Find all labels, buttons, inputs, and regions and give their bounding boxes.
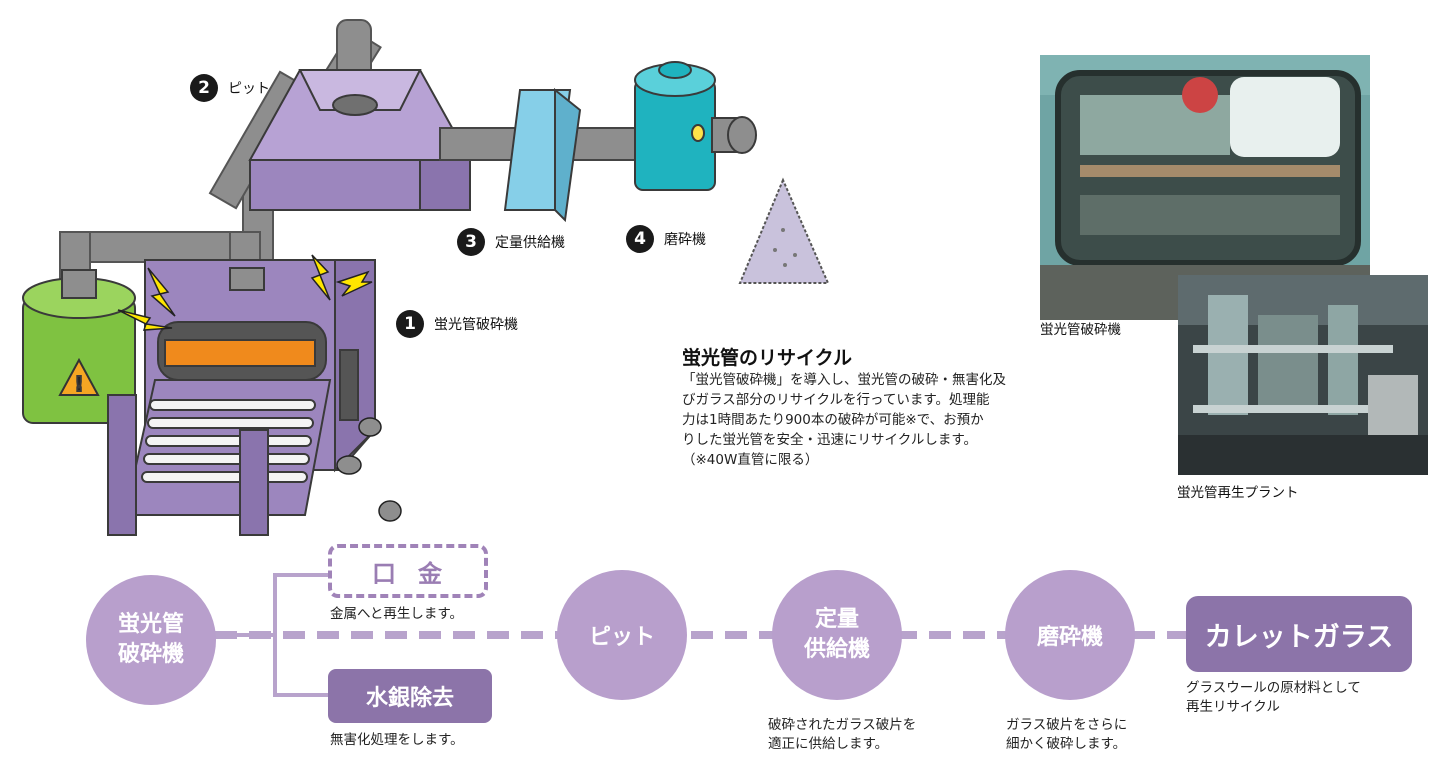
flow-grinder-note: ガラス破片をさらに 細かく破砕します。: [1006, 717, 1128, 752]
metal-caps: [336, 417, 402, 522]
photo-recycling-plant: [1178, 275, 1428, 475]
flow-step-pit: ピット: [557, 570, 687, 700]
flow-cap-note: 金属へと再生します。: [330, 606, 463, 622]
grinder-machine: [634, 61, 757, 191]
flow-step-grinder: 磨砕機: [1005, 570, 1135, 700]
spark-icons: [117, 254, 373, 331]
flow-step-feeder: 定量 供給機: [772, 570, 902, 700]
label-feeder-text: 定量供給機: [495, 235, 565, 251]
flow-step-crusher: 蛍光管 破砕機: [86, 575, 216, 705]
number-badge-3: 3: [457, 228, 485, 256]
section-title: 蛍光管のリサイクル: [682, 347, 853, 369]
feeder-machine: [503, 87, 582, 223]
number-badge-1: 1: [396, 310, 424, 338]
number-badge-2: 2: [190, 74, 218, 102]
label-crusher-text: 蛍光管破砕機: [434, 317, 518, 333]
label-grinder-text: 磨砕機: [664, 232, 706, 248]
mercury-drum: !: [22, 269, 136, 424]
label-pit: 2 ピット: [190, 74, 270, 102]
svg-text:!: !: [74, 372, 83, 396]
section-description: 「蛍光管破砕機」を導入し、蛍光管の破砕・無害化及 びガラス部分のリサイクルを行っ…: [682, 372, 1006, 468]
label-feeder: 3 定量供給機: [457, 228, 565, 256]
flow-mercury-note: 無害化処理をします。: [330, 732, 464, 748]
crusher-machine: [107, 259, 376, 536]
label-pit-text: ピット: [228, 81, 270, 97]
flow-feeder-note: 破砕されたガラス破片を 適正に供給します。: [768, 717, 917, 752]
label-crusher: 1 蛍光管破砕機: [396, 310, 518, 338]
flow-connectors: [215, 573, 1190, 697]
photo-caption-plant: 蛍光管再生プラント: [1177, 485, 1299, 501]
flow-mercury-box: 水銀除去: [328, 669, 492, 723]
label-grinder: 4 磨砕機: [626, 225, 706, 253]
flow-cullet-note: グラスウールの原材料として 再生リサイクル: [1186, 680, 1361, 715]
photo-caption-crusher: 蛍光管破砕機: [1040, 322, 1121, 338]
pit-machine: [248, 69, 472, 211]
flow-cullet-box: カレットガラス: [1186, 596, 1412, 672]
number-badge-4: 4: [626, 225, 654, 253]
flow-cap-box: 口金: [328, 544, 488, 598]
cullet-pile: [738, 177, 830, 284]
